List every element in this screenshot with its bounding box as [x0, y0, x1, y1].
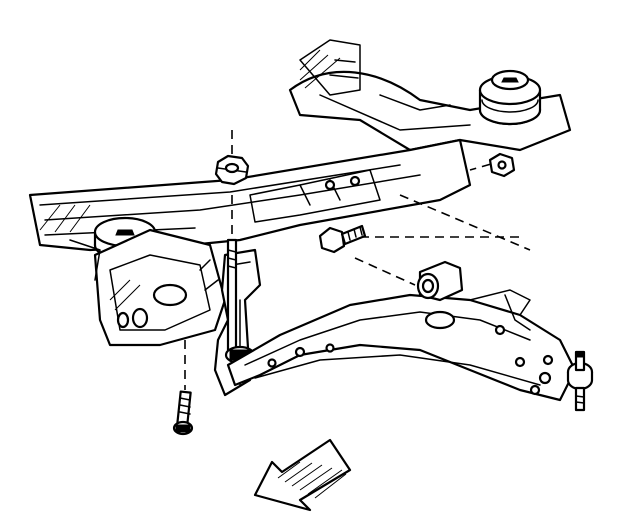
front-bushing-bolt [318, 224, 367, 254]
small-nut [488, 152, 516, 178]
crossmember-mount-insulator [478, 69, 542, 126]
ball-joint [566, 350, 594, 412]
long-bolt [224, 238, 256, 365]
rear-bushing [416, 260, 464, 302]
nut [214, 154, 250, 186]
lower-bolt [172, 390, 194, 436]
direction-arrow [253, 438, 352, 512]
frame-side-plate [69, 228, 227, 347]
lower-control-arm [226, 289, 577, 402]
